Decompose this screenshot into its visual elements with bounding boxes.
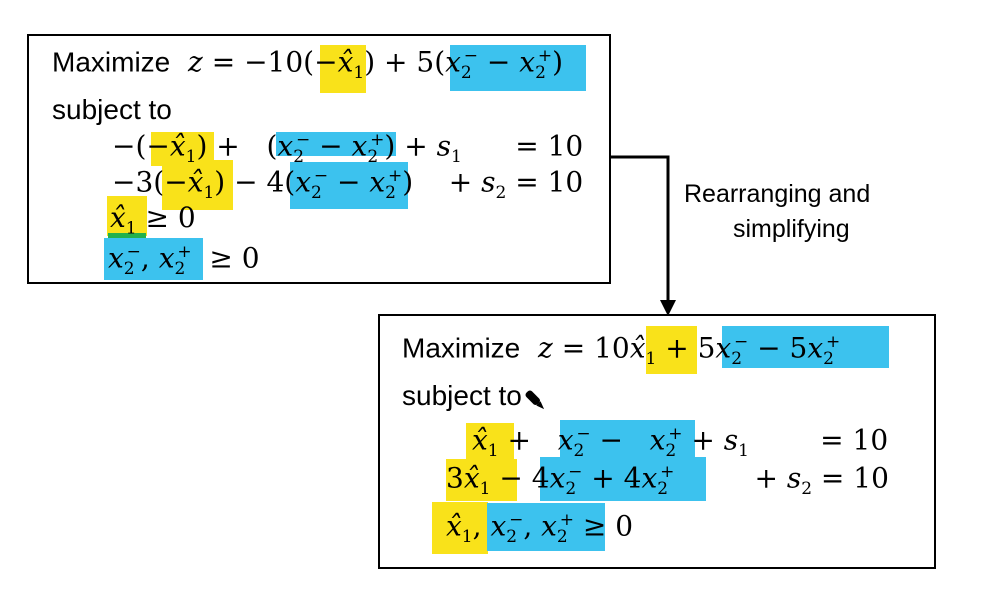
bottom-subject-to: subject to: [402, 380, 522, 411]
highlight-x2-b-c2: [540, 457, 706, 501]
highlight-x2-b-objective: [722, 326, 889, 368]
bottom-objective: Maximize z = 10x̂1 + 5x2− − 5x2+: [402, 331, 841, 369]
arrow-label-line2: simplifying: [733, 215, 850, 243]
bottom-constraint-3: x̂1, x2−, x2+ ≥ 0: [446, 509, 634, 547]
top-constraint-1: −(−x̂1) + (x2− − x2+) + s1 = 10: [112, 129, 584, 167]
highlight-xhat1-objective: [320, 45, 366, 93]
arrow-label-line1: Rearranging and: [684, 180, 871, 208]
highlight-x2-c4: [104, 238, 203, 280]
highlight-x2-b-c3: [487, 503, 605, 551]
bottom-constraint-1: x̂1 + x2− − x2+ + s1 = 10: [472, 423, 889, 461]
highlight-xhat1-c3: [107, 196, 147, 236]
top-subject-to: subject to: [52, 94, 172, 125]
top-constraint-4: x2−, x2+ ≥ 0: [108, 241, 260, 279]
highlight-xhat1-b-c2: [446, 459, 517, 501]
highlight-xhat1-b-c3: [432, 502, 488, 554]
bottom-constraint-2: 3x̂1 − 4x2− + 4x2+ + s2 = 10: [446, 461, 889, 499]
highlight-x2-c2: [290, 162, 408, 209]
highlight-green-underline: [108, 233, 146, 242]
highlight-xhat1-c2: [162, 160, 233, 210]
top-constraint-2: −3(−x̂1) − 4(x2− − x2+) + s2 = 10: [112, 165, 584, 203]
highlight-x2-objective: [450, 45, 586, 91]
highlight-x2-c1: [276, 132, 396, 156]
top-constraint-3: x̂1 ≥ 0: [110, 201, 196, 239]
highlight-xhat1-b-c1: [466, 423, 514, 465]
top-objective: Maximize z = −10(−x̂1) + 5(x2− − x2+): [52, 45, 564, 83]
highlight-xhat1-b-objective: [646, 326, 697, 374]
